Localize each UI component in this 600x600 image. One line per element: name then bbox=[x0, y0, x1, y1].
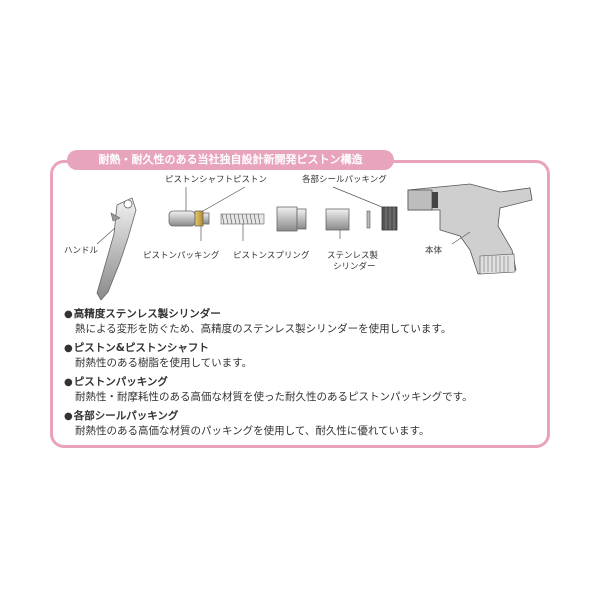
bullet-icon: ● bbox=[64, 377, 73, 388]
spec-text: 耐熱性のある樹脂を使用しています。 bbox=[75, 357, 253, 369]
spec-text: 耐熱性のある高価な材質のパッキングを使用して、耐久性に優れています。 bbox=[75, 425, 430, 437]
spec-item-seal-packing: ●各部シールパッキング 耐熱性のある高価な材質のパッキングを使用して、耐久性に優… bbox=[64, 409, 544, 438]
piston-shaft-part bbox=[168, 210, 210, 235]
spec-list: ●高精度ステンレス製シリンダー 熱による変形を防ぐため、高精度のステンレス製シリ… bbox=[64, 307, 544, 443]
handle-part bbox=[96, 197, 137, 301]
seal-packing-part bbox=[366, 206, 398, 231]
label-piston-packing: ピストンパッキング bbox=[143, 251, 220, 261]
spec-text: 熱による変形を防ぐため、高精度のステンレス製シリンダーを使用しています。 bbox=[75, 323, 452, 335]
spec-item-piston-packing: ●ピストンパッキング 耐熱性・耐摩耗性のある高価な材質を使った耐久性のあるピスト… bbox=[64, 375, 544, 404]
panel-title-banner: 耐熱・耐久性のある当社独自設計新開発ピストン構造 bbox=[67, 150, 394, 170]
spec-title: 高精度ステンレス製シリンダー bbox=[73, 308, 221, 320]
label-cylinder-line2: シリンダー bbox=[333, 262, 376, 272]
label-piston-spring: ピストンスプリング bbox=[233, 251, 310, 261]
label-body: 本体 bbox=[425, 246, 443, 256]
leader-lines bbox=[96, 186, 471, 245]
label-cylinder-line1: ステンレス製 bbox=[327, 251, 379, 261]
piston-spring-part bbox=[220, 213, 265, 225]
spec-item-cylinder: ●高精度ステンレス製シリンダー 熱による変形を防ぐため、高精度のステンレス製シリ… bbox=[64, 307, 544, 336]
label-piston-shaft: ピストンシャフト bbox=[165, 175, 234, 185]
spec-item-piston-shaft: ●ピストン&ピストンシャフト 耐熱性のある樹脂を使用しています。 bbox=[64, 341, 544, 370]
spec-title: 各部シールパッキング bbox=[73, 410, 179, 422]
spec-title: ピストン&ピストンシャフト bbox=[73, 342, 209, 354]
label-piston: ピストン bbox=[233, 175, 268, 185]
bullet-icon: ● bbox=[64, 309, 73, 320]
label-seal-packing: 各部シールパッキング bbox=[302, 175, 387, 185]
spec-text: 耐熱性・耐摩耗性のある高価な材質を使った耐久性のあるピストンパッキングです。 bbox=[75, 391, 473, 403]
bullet-icon: ● bbox=[64, 343, 73, 354]
bullet-icon: ● bbox=[64, 411, 73, 422]
sprayer-body-part bbox=[407, 183, 533, 275]
spec-title: ピストンパッキング bbox=[73, 376, 168, 388]
label-handle: ハンドル bbox=[64, 246, 99, 256]
stainless-cylinder-part bbox=[276, 206, 350, 232]
